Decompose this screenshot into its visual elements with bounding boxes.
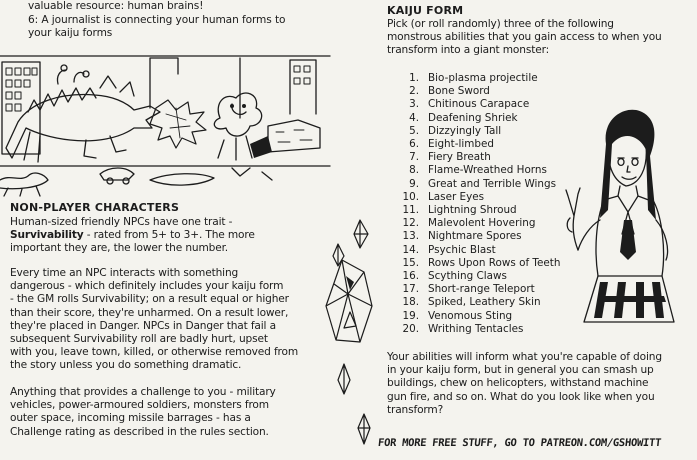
- ability-name: Laser Eyes: [428, 190, 485, 203]
- ability-number: 3.: [409, 98, 419, 111]
- ability-name: Nightmare Spores: [428, 230, 522, 243]
- ability-item: 15. Rows Upon Rows of Teeth: [398, 257, 560, 270]
- ability-number: 14.: [402, 243, 419, 256]
- ability-number: 10.: [402, 190, 419, 203]
- ability-list: 1. Bio-plasma projectile 2. Bone Sword 3. Chi…: [398, 72, 560, 336]
- kaiju-intro: Pick (or roll randomly) three of the fol…: [387, 18, 662, 57]
- ability-number: 20.: [402, 322, 419, 335]
- ability-item: 10. Laser Eyes: [398, 191, 560, 204]
- ability-name: Scything Claws: [428, 270, 507, 283]
- npc-paragraph-1: Human-sized friendly NPCs have one trait…: [10, 216, 255, 255]
- top-text-line: valuable resource: human brains!: [28, 0, 204, 12]
- ability-item: 12. Malevolent Hovering: [398, 217, 560, 230]
- crystal-illustration: [325, 219, 373, 445]
- ability-name: Writhing Tentacles: [428, 322, 524, 335]
- ability-name: Chitinous Carapace: [428, 98, 530, 111]
- npc-paragraph-2: Every time an NPC interacts with somethi…: [10, 267, 299, 372]
- ability-item: 4. Deafening Shriek: [398, 112, 560, 125]
- ability-name: Short-range Teleport: [428, 283, 535, 296]
- ability-number: 13.: [402, 230, 419, 243]
- ability-item: 20. Writhing Tentacles: [398, 323, 560, 336]
- ability-name: Spiked, Leathery Skin: [428, 296, 541, 309]
- kaiju-heading: KAIJU FORM: [387, 4, 464, 17]
- survivability-term: Survivability: [10, 229, 84, 242]
- ability-number: 19.: [402, 309, 419, 322]
- ability-name: Malevolent Hovering: [428, 217, 536, 230]
- ability-item: 11. Lightning Shroud: [398, 204, 560, 217]
- ability-item: 14. Psychic Blast: [398, 244, 560, 257]
- ability-name: Bio-plasma projectile: [428, 72, 538, 84]
- ability-name: Dizzyingly Tall: [428, 124, 502, 137]
- top-text-item-6: 6: A journalist is connecting your human…: [28, 14, 286, 39]
- ability-name: Psychic Blast: [428, 243, 496, 256]
- ability-number: 1.: [409, 72, 419, 84]
- ability-name: Lightning Shroud: [428, 204, 517, 217]
- ability-item: 18. Spiked, Leathery Skin: [398, 296, 560, 309]
- ability-number: 17.: [402, 283, 419, 296]
- ability-number: 11.: [402, 204, 419, 217]
- ability-number: 12.: [402, 217, 419, 230]
- ability-name: Flame-Wreathed Horns: [428, 164, 547, 177]
- schoolgirl-illustration: [565, 109, 675, 323]
- ability-number: 2.: [409, 85, 419, 98]
- ability-number: 8.: [409, 164, 419, 177]
- npc-heading: NON-PLAYER CHARACTERS: [10, 201, 180, 214]
- ability-name: Deafening Shriek: [428, 111, 518, 124]
- ability-name: Fiery Breath: [428, 151, 491, 164]
- kaiju-battle-illustration: [0, 55, 331, 197]
- ability-name: Bone Sword: [428, 85, 490, 98]
- ability-number: 9.: [409, 177, 419, 190]
- top-text: valuable resource: human brains!: [28, 0, 203, 13]
- ability-item: 17. Short-range Teleport: [398, 283, 560, 296]
- ability-number: 15.: [402, 256, 419, 269]
- ability-item: 2. Bone Sword: [398, 85, 560, 98]
- ability-item: 19. Venomous Sting: [398, 310, 560, 323]
- ability-number: 5.: [409, 124, 419, 137]
- kaiju-outro: Your abilities will inform what you're c…: [387, 351, 662, 416]
- ability-number: 7.: [409, 151, 419, 164]
- ability-item: 6. Eight-limbed: [398, 138, 560, 151]
- ability-name: Venomous Sting: [428, 309, 513, 322]
- ability-number: 6.: [409, 138, 419, 151]
- ability-item: 1. Bio-plasma projectile: [398, 72, 560, 85]
- npc-paragraph-3: Anything that provides a challenge to yo…: [10, 386, 276, 438]
- ability-number: 16.: [402, 270, 419, 283]
- ability-name: Great and Terrible Wings: [428, 177, 557, 190]
- ability-number: 4.: [409, 111, 419, 124]
- ability-name: Rows Upon Rows of Teeth: [428, 256, 561, 269]
- patreon-footer: FOR MORE FREE STUFF, GO TO PATREON.COM/G…: [377, 437, 662, 449]
- ability-name: Eight-limbed: [428, 138, 494, 151]
- ability-item: 9. Great and Terrible Wings: [398, 178, 560, 191]
- ability-number: 18.: [402, 296, 419, 309]
- ability-item: 16. Scything Claws: [398, 270, 560, 283]
- ability-item: 8. Flame-Wreathed Horns: [398, 164, 560, 177]
- ability-item: 13. Nightmare Spores: [398, 230, 560, 243]
- ability-item: 7. Fiery Breath: [398, 151, 560, 164]
- ability-item: 5. Dizzyingly Tall: [398, 125, 560, 138]
- ability-item: 3. Chitinous Carapace: [398, 98, 560, 111]
